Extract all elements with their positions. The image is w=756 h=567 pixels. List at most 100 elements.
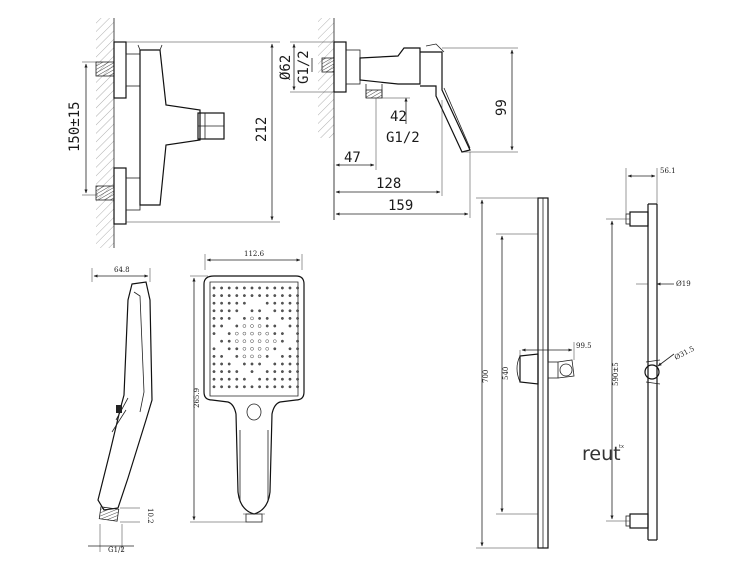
nozzle <box>258 286 262 290</box>
nozzle <box>235 301 239 305</box>
nozzle <box>227 309 231 313</box>
dim-diameter-62: Ø62 <box>278 55 294 80</box>
logo-text: reut <box>582 443 621 465</box>
mixer-side-view: Ø62 G1/2 99 42 G1/2 47 128 159 <box>278 18 518 220</box>
nozzle <box>220 301 224 305</box>
nozzle <box>296 286 300 290</box>
nozzle <box>250 339 254 343</box>
nozzle <box>273 286 277 290</box>
nozzle <box>280 309 284 313</box>
slide-bar-side-view: 56.1 Ø19 Ø31.5 590±5 <box>606 167 696 541</box>
nozzle <box>250 370 254 374</box>
nozzle <box>273 339 277 343</box>
nozzle <box>227 316 231 320</box>
nozzle <box>227 362 231 366</box>
nozzle <box>242 385 246 389</box>
nozzle <box>257 339 262 343</box>
nozzle <box>250 316 254 321</box>
dim-wall-offset: 56.1 <box>660 167 676 175</box>
nozzle <box>212 301 216 305</box>
outlet-thread <box>365 89 383 99</box>
nozzle <box>280 294 284 298</box>
nozzle <box>273 301 277 305</box>
nozzle <box>212 347 216 351</box>
dim-bar-travel: 540 <box>502 367 510 380</box>
nozzle <box>288 324 292 328</box>
nozzle <box>258 294 262 298</box>
logo-mark: tx <box>619 444 624 450</box>
nozzle <box>220 362 224 366</box>
nozzle <box>242 324 247 328</box>
top-bracket <box>629 211 649 227</box>
nozzle-grid <box>212 286 300 389</box>
bottom-bracket <box>629 513 649 529</box>
nozzle <box>273 362 277 366</box>
nozzle <box>265 286 269 290</box>
nozzle <box>296 332 300 336</box>
nozzle <box>227 377 231 381</box>
nozzle <box>250 286 254 290</box>
nozzle <box>212 385 216 389</box>
dim-thread-len: 10.2 <box>146 508 154 524</box>
nozzle <box>250 362 254 366</box>
nozzle <box>288 294 292 298</box>
holder-knob <box>644 364 660 380</box>
mode-button <box>246 403 262 421</box>
nozzle <box>296 309 300 313</box>
dim-thread-top: G1/2 <box>296 50 312 84</box>
nozzle <box>250 331 254 336</box>
nozzle <box>242 362 246 366</box>
nozzle <box>258 362 262 366</box>
nozzle <box>242 316 246 320</box>
nozzle <box>220 339 224 343</box>
nozzle <box>257 324 262 328</box>
nozzle <box>280 354 284 358</box>
nozzle <box>288 370 292 374</box>
nozzle <box>220 316 224 320</box>
nozzle <box>235 339 239 343</box>
nozzle <box>288 362 292 366</box>
nozzle <box>273 377 277 381</box>
nozzle <box>288 385 292 389</box>
nozzle <box>235 286 239 290</box>
nozzle <box>220 324 224 328</box>
nozzle <box>288 301 292 305</box>
nozzle <box>280 332 284 336</box>
eccentric-top <box>95 61 115 77</box>
nozzle <box>227 370 231 374</box>
nozzle <box>235 294 239 298</box>
nozzle <box>250 385 254 389</box>
nozzle <box>273 294 277 298</box>
nozzle <box>265 294 269 298</box>
nozzle <box>280 362 284 366</box>
nozzle <box>265 316 269 320</box>
nozzle <box>265 331 269 336</box>
slide-bar-front-view: 700 540 99.5 <box>476 197 592 549</box>
nozzle <box>296 324 300 328</box>
dim-depth-128: 128 <box>376 176 401 192</box>
nozzle <box>235 347 239 351</box>
nozzle <box>212 377 216 381</box>
nozzle <box>220 294 224 298</box>
nozzle <box>212 332 216 336</box>
nozzle <box>220 377 224 381</box>
nozzle <box>280 301 284 305</box>
nozzle <box>227 286 231 290</box>
nozzle <box>235 309 239 313</box>
nozzle <box>288 354 292 358</box>
nozzle <box>280 316 284 320</box>
dim-holder-diameter: Ø31.5 <box>673 345 696 362</box>
nozzle <box>257 347 262 351</box>
nozzle <box>265 324 269 328</box>
nozzle <box>280 286 284 290</box>
nozzle <box>220 370 224 374</box>
dim-depth-47: 47 <box>344 150 361 166</box>
nozzle <box>265 377 269 381</box>
nozzle <box>242 294 246 298</box>
nozzle <box>288 316 292 320</box>
nozzle <box>258 385 262 389</box>
nozzle <box>212 316 216 320</box>
nozzle <box>280 377 284 381</box>
nozzle <box>257 331 262 336</box>
nozzle <box>227 347 231 351</box>
